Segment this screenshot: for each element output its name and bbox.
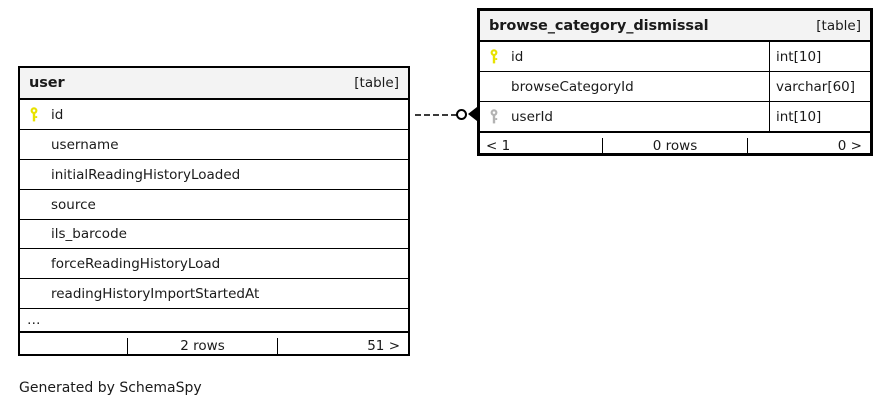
column-cell: forceReadingHistoryLoad bbox=[20, 256, 408, 272]
table-row[interactable]: initialReadingHistoryLoaded bbox=[20, 160, 408, 190]
column-cell: username bbox=[20, 137, 408, 153]
table-user-title: user bbox=[29, 75, 65, 91]
table-browse-category-dismissal-title: browse_category_dismissal bbox=[489, 17, 709, 34]
footer-rowcount: 0 rows bbox=[602, 137, 747, 154]
foreign-key-icon bbox=[489, 109, 511, 124]
column-name: id bbox=[51, 106, 64, 123]
table-browse-category-dismissal[interactable]: browse_category_dismissal [table] id int… bbox=[477, 8, 873, 156]
table-row[interactable]: id int[10] bbox=[480, 42, 870, 72]
column-cell: initialReadingHistoryLoaded bbox=[20, 167, 408, 183]
column-cell: userId bbox=[480, 109, 769, 125]
table-truncation-row: … bbox=[20, 309, 408, 332]
footer-rowcount: 2 rows bbox=[127, 337, 277, 354]
column-type: int[10] bbox=[769, 42, 870, 71]
column-cell: readingHistoryImportStartedAt bbox=[20, 286, 408, 302]
column-cell: source bbox=[20, 197, 408, 213]
truncation-marker: … bbox=[27, 312, 42, 328]
footer-right-cell[interactable]: 0 > bbox=[747, 137, 870, 154]
column-type: int[10] bbox=[769, 102, 870, 131]
table-user-footer: 2 rows 51 > bbox=[20, 332, 408, 358]
column-cell: ils_barcode bbox=[20, 226, 408, 242]
table-row[interactable]: username bbox=[20, 130, 408, 160]
table-row[interactable]: forceReadingHistoryLoad bbox=[20, 249, 408, 279]
table-row[interactable]: userId int[10] bbox=[480, 102, 870, 132]
footer-right-cell[interactable]: 51 > bbox=[277, 337, 408, 354]
column-type: varchar[60] bbox=[769, 72, 870, 101]
table-row[interactable]: readingHistoryImportStartedAt bbox=[20, 279, 408, 309]
column-name: username bbox=[51, 136, 119, 153]
column-name: initialReadingHistoryLoaded bbox=[51, 166, 241, 183]
column-name: ils_barcode bbox=[51, 226, 127, 242]
column-name: userId bbox=[511, 108, 553, 125]
primary-key-icon bbox=[489, 49, 511, 64]
optional-cardinality-icon bbox=[456, 108, 467, 120]
table-row[interactable]: ils_barcode bbox=[20, 220, 408, 249]
table-row[interactable]: source bbox=[20, 190, 408, 220]
column-name: source bbox=[51, 196, 96, 213]
column-name: id bbox=[511, 48, 524, 65]
generated-by-caption: Generated by SchemaSpy bbox=[19, 380, 202, 396]
column-name: forceReadingHistoryLoad bbox=[51, 255, 221, 272]
primary-key-icon bbox=[29, 107, 51, 122]
column-name: readingHistoryImportStartedAt bbox=[51, 285, 260, 302]
relationship-user-id-to-browse-category-dismissal-userid[interactable] bbox=[410, 100, 482, 128]
column-cell: id bbox=[20, 107, 408, 123]
table-row[interactable]: id bbox=[20, 100, 408, 130]
column-cell: browseCategoryId bbox=[480, 79, 769, 95]
column-cell: id bbox=[480, 49, 769, 65]
relationship-arrow-icon bbox=[468, 107, 477, 121]
table-browse-category-dismissal-footer: < 1 0 rows 0 > bbox=[480, 132, 870, 158]
table-browse-category-dismissal-tag: [table] bbox=[816, 17, 861, 34]
relationship-line bbox=[415, 114, 457, 116]
table-user[interactable]: user [table] id username bbox=[18, 66, 410, 356]
table-user-header: user [table] bbox=[20, 68, 408, 100]
table-row[interactable]: browseCategoryId varchar[60] bbox=[480, 72, 870, 102]
footer-left-cell[interactable]: < 1 bbox=[486, 137, 511, 154]
table-browse-category-dismissal-header: browse_category_dismissal [table] bbox=[480, 11, 870, 42]
column-name: browseCategoryId bbox=[511, 78, 634, 95]
table-user-tag: [table] bbox=[354, 75, 399, 91]
